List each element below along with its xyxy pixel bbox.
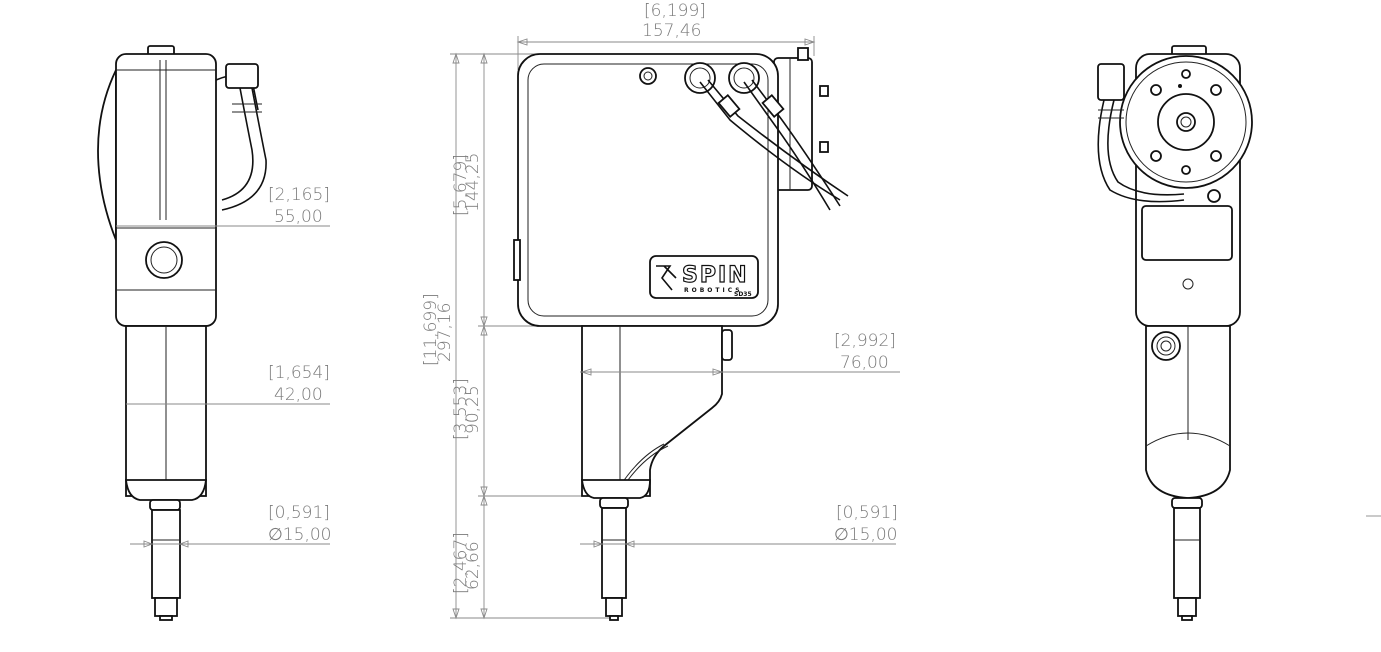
back-tip-shaft [1173, 507, 1201, 599]
front-tip-shaft [601, 507, 627, 599]
side-lower-mm: 42,00 [274, 385, 323, 405]
front-tip-mm: ∅15,00 [834, 525, 897, 545]
front-upper-h-mm: 144,25 [463, 153, 483, 212]
front-tip-in: [0,591] [836, 503, 898, 523]
side-tip-mm: ∅15,00 [268, 525, 331, 545]
front-lower-body [581, 325, 723, 497]
side-rear-bulge [97, 69, 117, 241]
front-mid-h-mm: 90,25 [463, 385, 483, 434]
side-tip-shaft [151, 509, 181, 599]
side-width-in: [2,165] [268, 185, 330, 205]
back-connector [1097, 63, 1125, 101]
side-tip-in: [0,591] [268, 503, 330, 523]
side-width-mm: 55,00 [274, 207, 323, 227]
front-shaft-in: [2,992] [834, 331, 896, 351]
logo-model: SD35 [734, 291, 752, 298]
front-total-h-mm: 297,16 [435, 303, 455, 362]
front-shaft-mm: 76,00 [840, 353, 889, 373]
front-connector-1 [684, 62, 716, 94]
side-connector [225, 63, 259, 89]
front-tip-h-in: [2,467] [451, 532, 471, 594]
front-top-in: [6,199] [644, 1, 706, 21]
front-tip-h-mm: 62,66 [463, 541, 483, 590]
side-view: [2,165] 55,00 [1,654] 42,00 [0,591] ∅15,… [97, 45, 331, 621]
front-upper-h-in: [5,679] [451, 154, 471, 216]
logo-sub: ROBOTICS [684, 287, 743, 294]
side-lower-in: [1,654] [268, 363, 330, 383]
front-total-h-in: [11,699] [421, 293, 441, 366]
logo-name: SPIN [682, 263, 749, 288]
front-logo-badge [649, 255, 759, 299]
front-mid-h-in: [3,553] [451, 378, 471, 440]
front-view: [6,199] 157,46 [5,679] 144,25 [11,699] 2… [421, 1, 900, 621]
front-top-mm: 157,46 [642, 21, 701, 41]
back-view [1097, 45, 1253, 621]
front-connector-2 [728, 62, 760, 94]
front-rear-plate [773, 57, 813, 191]
back-port [1151, 331, 1181, 361]
